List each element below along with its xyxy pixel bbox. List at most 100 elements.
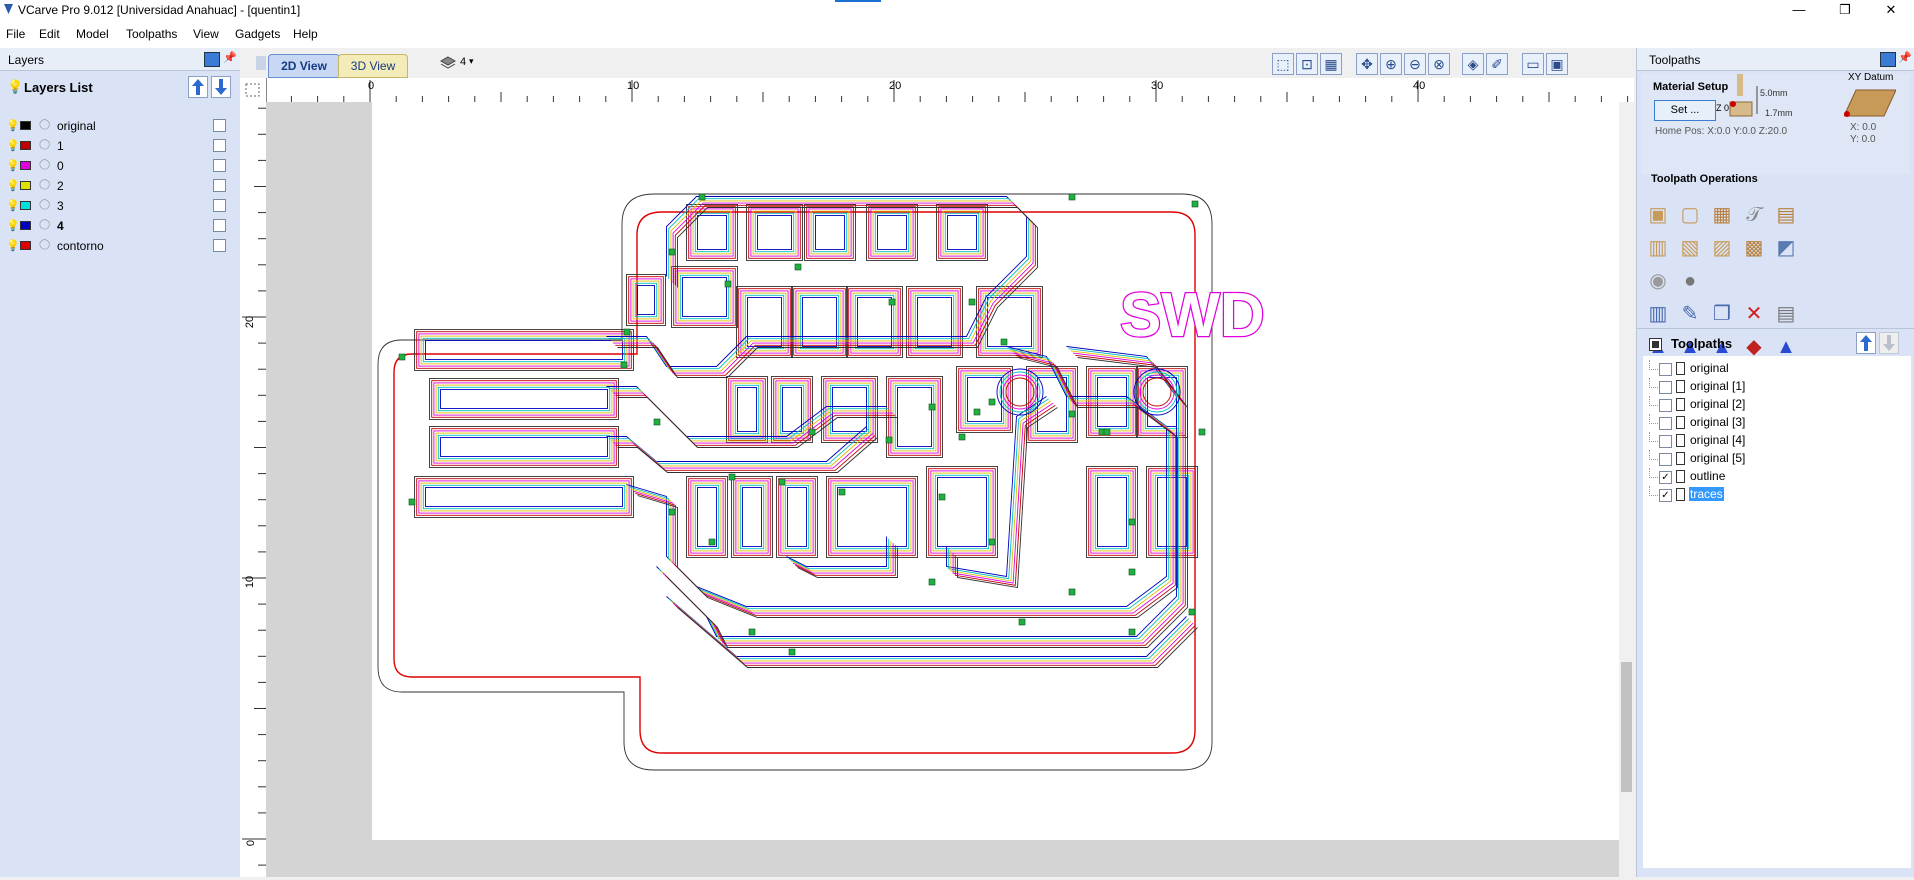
simulation-op-icon[interactable]: ▲ bbox=[1776, 336, 1796, 358]
minimize-button[interactable]: — bbox=[1792, 2, 1806, 17]
layer-color-swatch[interactable] bbox=[20, 121, 31, 130]
toolpath-checkbox[interactable] bbox=[1659, 435, 1672, 448]
tab-2d-view[interactable]: 2D View bbox=[268, 54, 340, 78]
engrave-op-icon[interactable]: ▤ bbox=[1776, 204, 1796, 226]
layer-row[interactable]: 💡◯1 bbox=[0, 136, 240, 156]
layer-lock-icon[interactable]: ◯ bbox=[39, 239, 51, 250]
pocket-op-icon[interactable]: ▢ bbox=[1680, 204, 1700, 226]
layer-name[interactable]: 4 bbox=[57, 219, 64, 233]
toolpath-name[interactable]: original [1] bbox=[1690, 379, 1746, 393]
menu-file[interactable]: File bbox=[6, 27, 26, 41]
toolpath-name[interactable]: original [2] bbox=[1690, 397, 1746, 411]
material-sheet[interactable]: SWD bbox=[372, 102, 1619, 840]
zoom-extents-icon[interactable]: ⊗ bbox=[1428, 53, 1450, 75]
pan-icon[interactable]: ✥ bbox=[1356, 53, 1378, 75]
vertical-scrollbar[interactable] bbox=[1619, 102, 1634, 877]
layer-row[interactable]: 💡 ◯ 2 bbox=[0, 176, 240, 196]
toolpath-name[interactable]: original [3] bbox=[1690, 415, 1746, 429]
toolpath-item[interactable]: original [4] bbox=[1643, 432, 1911, 450]
pin-panel-icon[interactable] bbox=[204, 52, 220, 67]
prism-op-icon[interactable]: ▧ bbox=[1680, 237, 1700, 259]
lightbulb-icon[interactable]: 💡 bbox=[6, 240, 20, 252]
toolpath-name[interactable]: original [4] bbox=[1690, 433, 1746, 447]
lightbulb-icon[interactable]: 💡 bbox=[6, 180, 20, 192]
toolpath-item[interactable]: ✓outline bbox=[1643, 468, 1911, 486]
split-view-icon[interactable]: ▭ bbox=[1522, 53, 1544, 75]
pushpin-icon[interactable]: 📌 bbox=[1898, 52, 1912, 64]
menu-gadgets[interactable]: Gadgets bbox=[235, 27, 281, 41]
zoom-selection-icon[interactable]: ⊡ bbox=[1296, 53, 1318, 75]
layer-row[interactable]: 💡 ◯ 3 bbox=[0, 196, 240, 216]
close-button[interactable]: ✕ bbox=[1885, 2, 1897, 17]
lightbulb-icon[interactable]: 💡 bbox=[6, 200, 20, 212]
layer-color-swatch[interactable] bbox=[20, 181, 31, 190]
delete-op-icon[interactable]: ✕ bbox=[1745, 303, 1763, 325]
layer-name[interactable]: 2 bbox=[57, 179, 64, 193]
layer-color-swatch[interactable] bbox=[20, 161, 31, 170]
tabs-op-icon[interactable]: ◆ bbox=[1746, 336, 1762, 358]
toolpath-checkbox[interactable] bbox=[1659, 417, 1672, 430]
menu-model[interactable]: Model bbox=[76, 27, 109, 41]
profile-op-icon[interactable]: ▣ bbox=[1648, 204, 1668, 226]
toolpath-name[interactable]: original [5] bbox=[1690, 451, 1746, 465]
copy-op-icon[interactable]: ❐ bbox=[1713, 303, 1731, 325]
toolpath-item[interactable]: original bbox=[1643, 360, 1911, 378]
layer-visibility-checkbox[interactable] bbox=[213, 119, 226, 132]
toolpath-item[interactable]: original [5] bbox=[1643, 450, 1911, 468]
layer-color-swatch[interactable] bbox=[20, 241, 31, 250]
zoom-in-icon[interactable]: ⊕ bbox=[1380, 53, 1402, 75]
toolpath-name[interactable]: traces bbox=[1689, 487, 1724, 501]
layer-lock-icon[interactable]: ◯ bbox=[39, 199, 51, 210]
fluting-op-icon[interactable]: ▥ bbox=[1648, 237, 1668, 259]
move-up-icon[interactable] bbox=[188, 76, 208, 98]
snap-icon[interactable]: ◈ bbox=[1462, 53, 1484, 75]
layer-row[interactable]: 💡 ◯ 4 bbox=[0, 216, 240, 236]
lightbulb-icon[interactable]: 💡 bbox=[6, 220, 20, 232]
toolpath-checkbox[interactable]: ✓ bbox=[1659, 489, 1672, 502]
layer-lock-icon[interactable]: ◯ bbox=[39, 139, 51, 150]
zoom-box-icon[interactable]: ⬚ bbox=[1272, 53, 1294, 75]
layer-stack-icon[interactable] bbox=[440, 56, 456, 70]
toolpath-checkbox[interactable] bbox=[1659, 399, 1672, 412]
vcarve-op-icon[interactable]: 𝒯 bbox=[1746, 204, 1762, 226]
measure-icon[interactable]: ✐ bbox=[1486, 53, 1508, 75]
layer-visibility-checkbox[interactable] bbox=[213, 159, 226, 172]
moulding-op-icon[interactable]: ▨ bbox=[1712, 237, 1732, 259]
toolpath-checkbox[interactable] bbox=[1659, 453, 1672, 466]
maximize-button[interactable]: ❐ bbox=[1839, 2, 1851, 17]
move-down-icon[interactable] bbox=[211, 76, 231, 98]
pushpin-icon[interactable]: 📌 bbox=[223, 52, 237, 64]
pin-panel-icon[interactable] bbox=[1880, 52, 1896, 67]
layer-name[interactable]: 3 bbox=[57, 199, 64, 213]
inlay-op-icon[interactable]: ▩ bbox=[1744, 237, 1764, 259]
save-template-icon[interactable]: ▲ bbox=[1680, 336, 1700, 358]
calculator-op-icon[interactable]: ▤ bbox=[1776, 303, 1796, 325]
roughing-op-icon[interactable]: ◉ bbox=[1649, 270, 1667, 292]
layer-color-swatch[interactable] bbox=[20, 141, 31, 150]
toolpath-item[interactable]: original [1] bbox=[1643, 378, 1911, 396]
layer-lock-icon[interactable]: ◯ bbox=[39, 179, 51, 190]
layer-color-swatch[interactable] bbox=[20, 201, 31, 210]
toolpath-checkbox[interactable] bbox=[1659, 381, 1672, 394]
layer-name[interactable]: contorno bbox=[57, 239, 104, 253]
menu-help[interactable]: Help bbox=[293, 27, 318, 41]
dropdown-arrow-icon[interactable]: ▾ bbox=[469, 56, 474, 66]
finishing-op-icon[interactable]: ● bbox=[1683, 270, 1697, 292]
layer-row[interactable]: 💡 ◯ contorno bbox=[0, 236, 240, 256]
menu-view[interactable]: View bbox=[193, 27, 219, 41]
tab-3d-view[interactable]: 3D View bbox=[338, 54, 408, 78]
layer-visibility-checkbox[interactable] bbox=[213, 199, 226, 212]
layer-row[interactable]: 💡◯0 bbox=[0, 156, 240, 176]
layer-visibility-checkbox[interactable] bbox=[213, 179, 226, 192]
toolpath-item[interactable]: ✓ traces bbox=[1643, 486, 1911, 504]
grid-icon[interactable]: ▦ bbox=[1320, 53, 1342, 75]
layer-lock-icon[interactable]: ◯ bbox=[39, 119, 51, 130]
layer-lock-icon[interactable]: ◯ bbox=[39, 219, 51, 230]
toolpath-item[interactable]: original [3] bbox=[1643, 414, 1911, 432]
toolpath-checkbox[interactable]: ✓ bbox=[1659, 471, 1672, 484]
sheet-op-icon[interactable]: ▲ bbox=[1712, 336, 1732, 358]
lightbulb-icon[interactable]: 💡 bbox=[6, 140, 20, 152]
layer-visibility-checkbox[interactable] bbox=[213, 139, 226, 152]
scrollbar-thumb[interactable] bbox=[1621, 662, 1632, 792]
toolpath-move-down-icon[interactable] bbox=[1879, 332, 1899, 354]
